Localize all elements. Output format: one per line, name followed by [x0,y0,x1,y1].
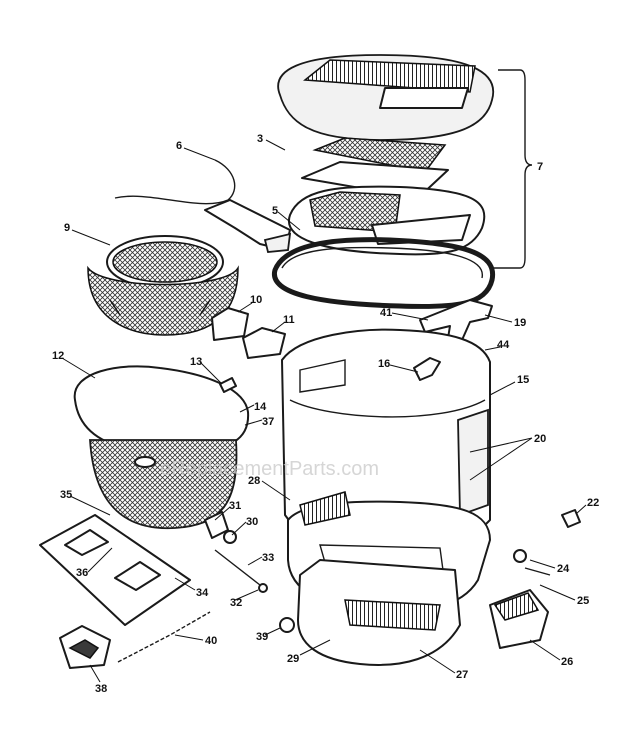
callout-12: 12 [52,350,64,362]
foot-39 [279,617,295,633]
callout-20: 20 [534,433,546,445]
outer-housing [281,328,491,541]
control-box [59,625,111,669]
callout-labels: 3 7 5 6 9 10 11 19 41 44 12 13 16 15 14 … [52,133,599,695]
fry-basket [87,235,239,336]
callout-39: 39 [256,631,268,643]
callout-31: 31 [229,500,241,512]
callout-19: 19 [514,317,526,329]
callout-13: 13 [190,356,202,368]
right-small-parts [513,509,581,576]
hinge-bracket [419,299,493,341]
watermark-text: eReplacementParts.com [160,458,379,480]
switch-26 [489,589,549,649]
callout-14: 14 [254,401,267,413]
oil-pot [73,365,250,530]
callout-38: 38 [95,683,107,695]
callout-37: 37 [262,416,274,428]
callout-34: 34 [196,587,209,599]
callout-22: 22 [587,497,599,509]
thermostat-parts [204,511,268,593]
callout-16: 16 [378,358,390,370]
assembly-brace [490,69,533,269]
callout-9: 9 [64,222,70,234]
callout-29: 29 [287,653,299,665]
part-11 [242,327,286,359]
callout-7: 7 [537,161,543,173]
lid-cover [277,54,495,141]
part-10 [211,307,249,341]
wire-handle [114,159,292,253]
callout-11: 11 [283,314,295,326]
callout-15: 15 [517,374,529,386]
callout-26: 26 [561,656,573,668]
callout-6: 6 [176,140,182,152]
callout-32: 32 [230,597,242,609]
callout-27: 27 [456,669,468,681]
callout-28: 28 [248,475,260,487]
callout-40: 40 [205,635,217,647]
callout-44: 44 [497,339,510,351]
part-13 [219,377,237,393]
callout-25: 25 [577,595,589,607]
inner-lid-frame [287,185,486,256]
callout-10: 10 [250,294,262,306]
lid-gasket [272,237,496,309]
callout-35: 35 [60,489,72,501]
callout-41: 41 [380,307,392,319]
leader-lines [61,139,587,683]
base-housing [287,491,491,666]
callout-24: 24 [557,563,570,575]
callout-3: 3 [257,133,263,145]
callout-36: 36 [76,567,88,579]
cord [117,611,211,663]
callout-33: 33 [262,552,274,564]
clip-16 [413,357,441,381]
callout-30: 30 [246,516,258,528]
heater-plate [39,514,191,626]
callout-5: 5 [272,205,278,217]
